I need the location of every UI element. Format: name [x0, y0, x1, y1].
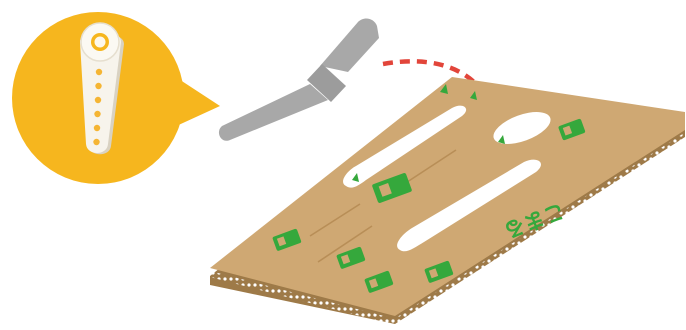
hobby-knife-icon — [219, 19, 379, 141]
callout-pointer — [168, 72, 220, 128]
callout-bubble — [12, 12, 220, 184]
